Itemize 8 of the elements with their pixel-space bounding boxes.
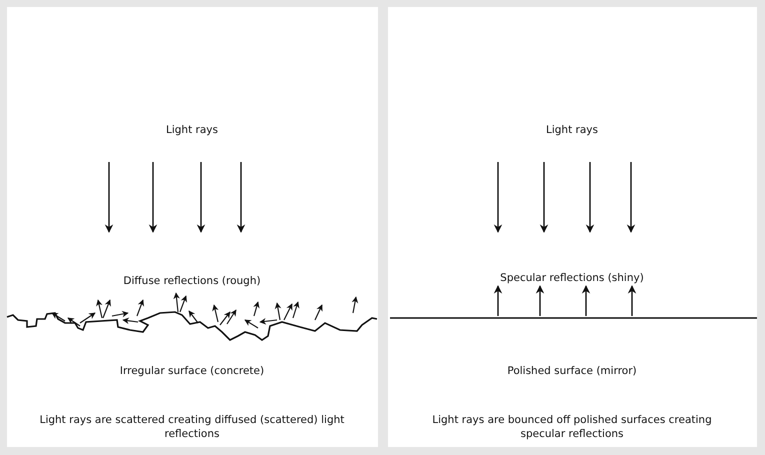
text-label: Light rays xyxy=(165,123,219,137)
caption-text: Light rays are scattered creating diffused (scattered) light reflections xyxy=(38,413,346,441)
text-label: Specular reflections (shiny) xyxy=(499,271,645,285)
caption-text: Light rays are bounced off polished surfaces creating specular reflections xyxy=(431,413,713,441)
text-label: Polished surface (mirror) xyxy=(506,364,638,378)
text-label: Irregular surface (concrete) xyxy=(118,364,266,378)
text-label: Light rays xyxy=(545,123,599,137)
text-label: Diffuse reflections (rough) xyxy=(122,274,262,288)
